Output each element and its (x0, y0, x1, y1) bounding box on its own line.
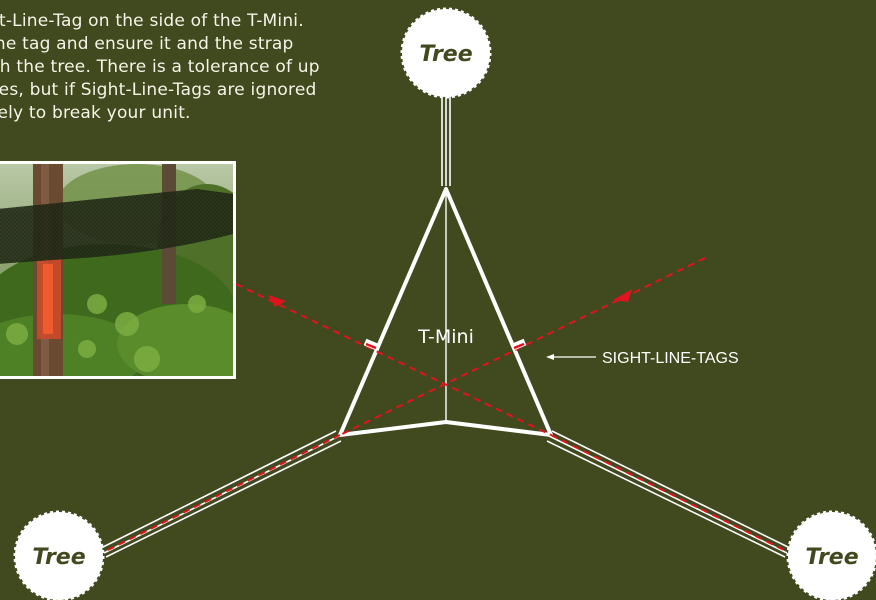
tree-top: Tree (402, 9, 490, 97)
strap-right (547, 431, 790, 557)
tree-label: Tree (805, 545, 858, 570)
t-mini-label: T-Mini (417, 326, 474, 348)
sight-line-tags-pointer (546, 354, 596, 360)
sight-line-tags-label: SIGHT-LINE-TAGS (602, 350, 739, 367)
strap-top (442, 95, 450, 186)
sight-arrow-right (613, 289, 632, 302)
tree-bottom-right: Tree (788, 512, 876, 600)
tree-bottom-left: Tree (15, 512, 103, 600)
sight-line-tag-right (513, 342, 525, 348)
tree-label: Tree (419, 42, 472, 67)
tree-label: Tree (32, 545, 85, 570)
